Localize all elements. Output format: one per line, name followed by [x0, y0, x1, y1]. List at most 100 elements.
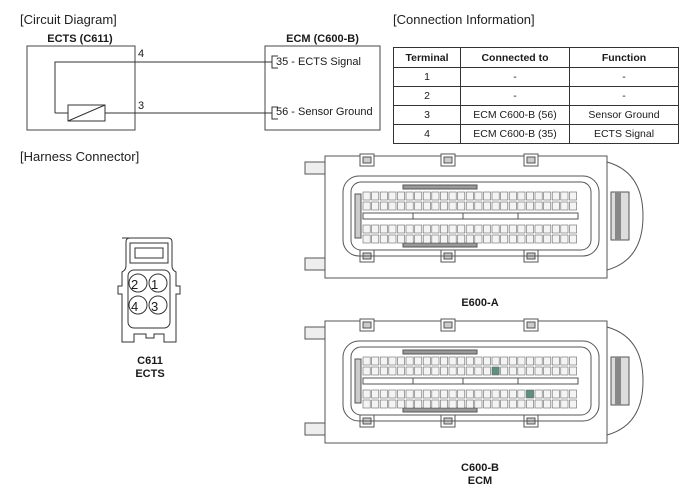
pin-cavity-73: [379, 224, 388, 234]
pin-cavity-46: [397, 201, 405, 211]
table-row: 2 - -: [393, 86, 679, 106]
pin-cavity-88: [465, 234, 474, 244]
pin-cavity-43: [422, 201, 431, 211]
pin-cavity-90: [448, 234, 457, 244]
pin-cavity-99: [371, 234, 380, 244]
c600b-name: C600-B: [461, 462, 499, 474]
pin-cavity-83: [508, 234, 517, 244]
pin-cavity-9: [500, 356, 509, 366]
pin-3-label: 3: [138, 100, 145, 112]
pin-cavity-55: [534, 224, 543, 234]
pin-cavity-60: [491, 224, 500, 234]
pin-cavity-58: [508, 389, 517, 399]
pin-cavity-70: [405, 224, 414, 234]
pin-cavity-100: [362, 234, 371, 244]
pin-cavity-63: [465, 389, 474, 399]
pin-cavity-78: [551, 234, 560, 244]
pin-cavity-42: [431, 366, 440, 376]
pin-cavity-28: [551, 201, 560, 211]
housing-end-cap: [606, 326, 644, 436]
pin-cavity-45: [405, 366, 414, 376]
pin-cavity-55: [534, 389, 543, 399]
pin-cavity-13: [465, 191, 474, 201]
pin-cavity-23: [379, 356, 388, 366]
pin-cavity-2: [560, 356, 569, 366]
pin-cavity-12: [474, 356, 483, 366]
pin-cavity-10: [491, 356, 500, 366]
pin-cavity-18: [422, 356, 431, 366]
clip-inner: [362, 321, 372, 329]
side-guide: [354, 358, 362, 404]
pin-cavity-14: [457, 356, 466, 366]
pin-cavity-61: [483, 389, 491, 399]
pin-cavity-82: [517, 399, 526, 409]
pin-cavity-91: [440, 399, 448, 409]
latch-shadow: [615, 357, 621, 405]
pin-cavity-51: [569, 389, 577, 399]
pin-cavity-74: [371, 224, 380, 234]
pin-cavity-34: [500, 201, 509, 211]
mount-tab: [304, 257, 326, 271]
pin-cavity-44: [414, 201, 423, 211]
pin-cavity-22: [388, 356, 397, 366]
pin-cavity-31: [526, 366, 534, 376]
pin-cavity-49: [371, 366, 380, 376]
pin-cavity-27: [560, 366, 569, 376]
c611-pin-3: 3: [151, 299, 159, 314]
pin-cavity-39: [457, 366, 466, 376]
pin-cavity-35: [491, 201, 500, 211]
mount-tab: [304, 422, 326, 436]
pin-cavity-8: [508, 356, 517, 366]
pin-cavity-4: [543, 191, 552, 201]
pin-cavity-36: [483, 201, 491, 211]
pin-cavity-30: [534, 201, 543, 211]
pin-cavity-46: [397, 366, 405, 376]
e600a-name: E600-A: [461, 297, 499, 309]
pin-cavity-90: [448, 399, 457, 409]
housing-end-cap: [606, 161, 644, 271]
pin-cavity-60: [491, 389, 500, 399]
terminal-cell: 4: [393, 124, 461, 144]
pin-cavity-96: [397, 399, 405, 409]
pin-cavity-100: [362, 399, 371, 409]
terminal-cell: 1: [393, 67, 461, 87]
pin-cavity-97: [388, 234, 397, 244]
pin-cavity-5: [534, 191, 543, 201]
pin-cavity-12: [474, 191, 483, 201]
pin-cavity-56: [526, 224, 534, 234]
table-row: 3 ECM C600-B (56) Sensor Ground: [393, 105, 679, 125]
pin-cavity-70: [405, 389, 414, 399]
header-connected-to: Connected to: [460, 47, 570, 68]
pin-cavity-6: [526, 356, 534, 366]
pin-cavity-15: [448, 191, 457, 201]
pin-cavity-71: [397, 389, 405, 399]
clip-inner: [443, 156, 453, 164]
pin-cavity-64: [457, 389, 466, 399]
rib: [402, 407, 478, 413]
pin-cavity-72: [388, 389, 397, 399]
c611-desc: ECTS: [135, 368, 165, 380]
pin-cavity-87: [474, 399, 483, 409]
pin-cavity-18: [422, 191, 431, 201]
pin-cavity-56: [526, 389, 534, 399]
pin-cavity-87: [474, 234, 483, 244]
pin-cavity-77: [560, 399, 569, 409]
pin-cavity-97: [388, 399, 397, 409]
pin-cavity-34: [500, 366, 509, 376]
pin-4-label: 4: [138, 48, 145, 60]
pin-cavity-3: [551, 356, 560, 366]
pin-cavity-49: [371, 201, 380, 211]
pin-cavity-84: [500, 399, 509, 409]
pin-cavity-57: [517, 224, 526, 234]
pin-cavity-96: [397, 234, 405, 244]
pin-cavity-75: [362, 389, 371, 399]
pin-cavity-76: [569, 399, 577, 409]
pin-cavity-16: [440, 191, 448, 201]
pin-cavity-89: [457, 399, 466, 409]
pin-cavity-20: [405, 191, 414, 201]
pin-cavity-32: [517, 366, 526, 376]
pin-cavity-50: [362, 201, 371, 211]
pin-cavity-13: [465, 356, 474, 366]
function-cell: -: [569, 86, 679, 106]
pin-cavity-65: [448, 389, 457, 399]
